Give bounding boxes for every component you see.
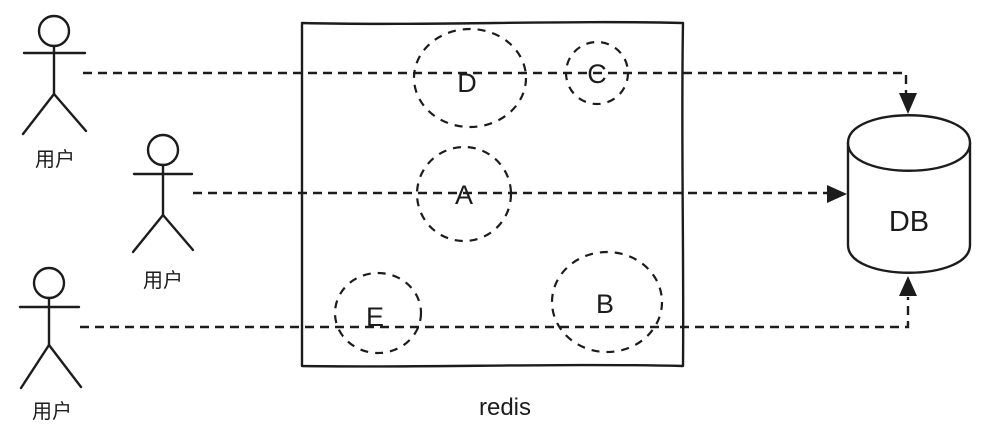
- cache-entry-circle-a: [415, 145, 513, 243]
- request-arrow-bottom-line: [80, 297, 910, 329]
- request-arrow-bottom: [80, 276, 917, 329]
- cache-entry-label-a: A: [455, 180, 473, 210]
- user-stick-figure-icon: [18, 266, 83, 390]
- cache-entry-circle-d: [412, 27, 528, 129]
- actor-user-2: 用户: [131, 133, 195, 292]
- cache-entry-label-b: B: [596, 289, 614, 319]
- cache-entry-circle-e: [333, 271, 423, 355]
- database-label: DB: [889, 206, 929, 238]
- actor-user-3: 用户: [18, 266, 83, 423]
- arrow-right-icon: [827, 185, 847, 203]
- database-node: DB: [846, 114, 972, 274]
- request-arrow-top-line: [83, 71, 908, 96]
- cache-entry-circle-b: [550, 250, 664, 354]
- user-stick-figure-icon: [21, 14, 88, 136]
- arrow-down-icon: [899, 93, 917, 114]
- database-cylinder-top: [846, 114, 972, 172]
- database-cylinder-body: [846, 141, 972, 274]
- cache-entry-label-c: C: [587, 59, 607, 89]
- cache-entry-label-e: E: [366, 302, 384, 332]
- actor-label-1: 用户: [35, 148, 75, 171]
- cache-entry-circle-c: [564, 40, 630, 106]
- actor-user-1: 用户: [21, 14, 88, 171]
- redis-container: D C A E B redis: [300, 20, 685, 421]
- user-stick-figure-icon: [131, 133, 195, 254]
- request-arrow-top: [83, 71, 917, 114]
- actor-label-3: 用户: [32, 400, 72, 423]
- arrow-up-icon: [899, 276, 917, 296]
- redis-box-outline: [300, 20, 685, 368]
- request-arrow-middle: [193, 185, 847, 203]
- actor-label-2: 用户: [143, 269, 183, 292]
- cache-entry-label-d: D: [457, 68, 477, 98]
- redis-caption: redis: [479, 394, 531, 421]
